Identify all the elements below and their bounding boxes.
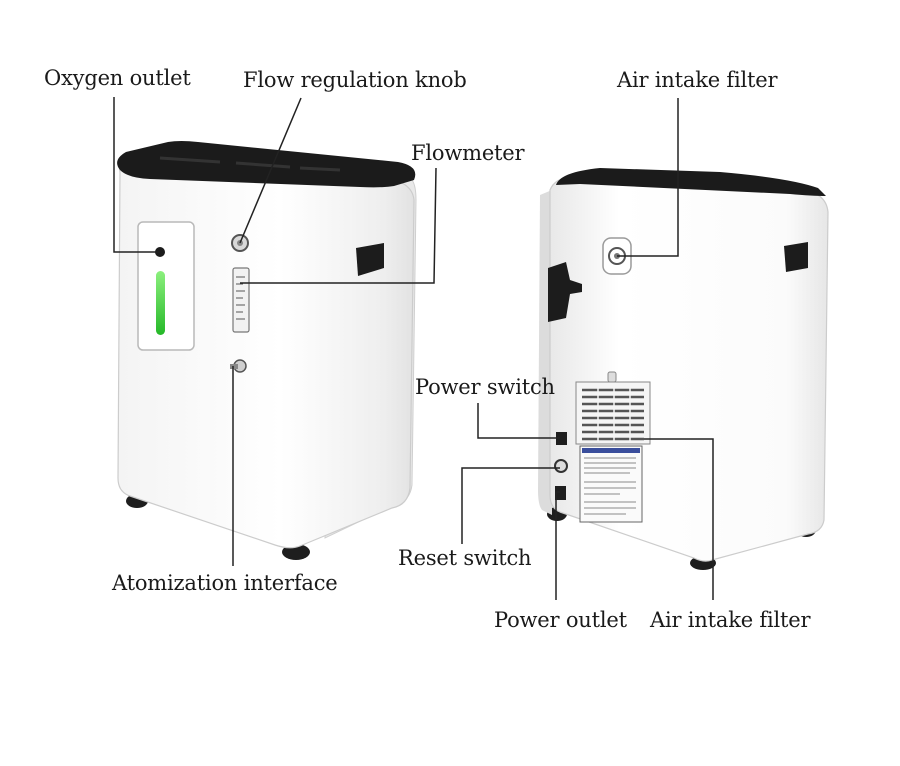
air-intake-grille bbox=[575, 381, 651, 445]
spec-sticker bbox=[579, 445, 643, 523]
label-power-outlet: Power outlet bbox=[494, 608, 627, 632]
leader-air-intake-filter-bottom bbox=[644, 438, 714, 600]
back-side-handle bbox=[548, 262, 582, 322]
label-air-intake-filter-bottom: Air intake filter bbox=[650, 608, 811, 632]
leader-power-switch bbox=[477, 403, 560, 439]
reset-switch bbox=[554, 459, 568, 473]
back-handle bbox=[784, 242, 808, 272]
label-power-switch: Power switch bbox=[415, 375, 555, 399]
power-switch bbox=[556, 432, 567, 445]
label-reset-switch: Reset switch bbox=[398, 546, 532, 570]
front-unit bbox=[117, 141, 417, 560]
back-unit bbox=[538, 168, 829, 570]
label-oxygen-outlet: Oxygen outlet bbox=[44, 66, 191, 90]
back-top-panel bbox=[556, 168, 826, 196]
label-flowmeter: Flowmeter bbox=[411, 141, 525, 165]
leader-oxygen-outlet bbox=[113, 97, 160, 253]
leader-air-intake-filter-top bbox=[617, 98, 679, 257]
leader-flow-knob bbox=[239, 97, 302, 244]
front-display-panel bbox=[137, 221, 195, 351]
leader-flowmeter bbox=[240, 167, 437, 284]
label-atomization-interface: Atomization interface bbox=[112, 571, 338, 595]
flowmeter-tube bbox=[232, 267, 250, 333]
leader-lines bbox=[113, 97, 714, 600]
front-handle bbox=[356, 243, 384, 276]
oxygen-indicator-bar bbox=[156, 271, 165, 335]
leader-power-outlet bbox=[555, 491, 560, 600]
leader-reset-switch bbox=[461, 467, 560, 544]
label-air-intake-filter-top: Air intake filter bbox=[617, 68, 778, 92]
label-flow-regulation-knob: Flow regulation knob bbox=[243, 68, 467, 92]
power-outlet bbox=[555, 486, 566, 500]
